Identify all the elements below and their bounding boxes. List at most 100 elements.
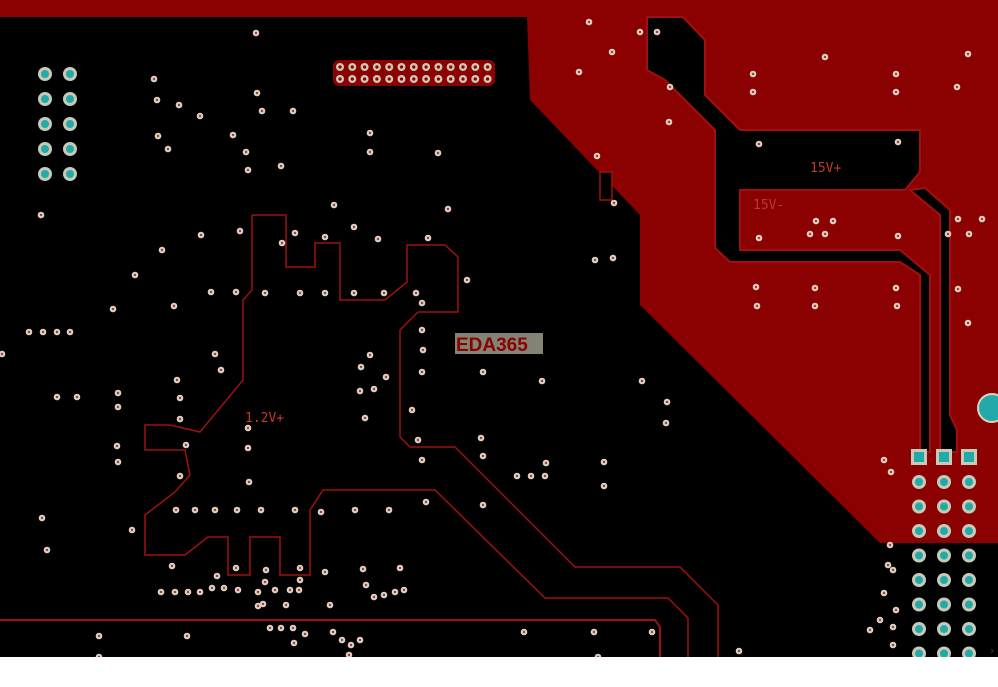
pad-hole (940, 551, 948, 560)
via-hole (426, 236, 430, 240)
via-hole (387, 508, 391, 512)
pad-hole (940, 502, 948, 511)
via-hole (891, 625, 895, 629)
via-hole (347, 653, 351, 657)
via-hole (173, 590, 177, 594)
via-hole (421, 348, 425, 352)
via-hole (650, 630, 654, 634)
via-hole (291, 626, 295, 630)
via-hole (436, 151, 440, 155)
via-hole (172, 304, 176, 308)
via-hole (297, 588, 301, 592)
via-hole (235, 508, 239, 512)
pad-hole (915, 502, 923, 511)
via-hole (593, 258, 597, 262)
via-hole (97, 655, 101, 657)
pad-hole (915, 527, 923, 535)
via-hole (68, 330, 72, 334)
via-hole (159, 590, 163, 594)
via-hole (170, 564, 174, 568)
header-pin-hole (338, 65, 342, 69)
via-hole (234, 290, 238, 294)
via-hole (420, 328, 424, 332)
via-hole (891, 568, 895, 572)
via-hole (376, 237, 380, 241)
pad-hole (41, 95, 49, 103)
via-hole (349, 643, 353, 647)
via-hole (234, 566, 238, 570)
pad-hole (965, 600, 973, 609)
via-hole (340, 638, 344, 642)
via-hole (219, 368, 223, 372)
via-hole (231, 133, 235, 137)
via-hole (980, 217, 984, 221)
via-hole (178, 396, 182, 400)
square-pad-hole (914, 452, 924, 462)
via-hole (612, 201, 616, 205)
header-pin-hole (461, 65, 465, 69)
header-pin-hole (363, 65, 367, 69)
via-hole (664, 421, 668, 425)
via-hole (256, 590, 260, 594)
via-hole (966, 52, 970, 56)
via-hole (481, 454, 485, 458)
pad-hole (915, 600, 923, 609)
scroll-arrow-icon[interactable]: › (990, 644, 995, 657)
via-hole (894, 608, 898, 612)
via-hole (363, 416, 367, 420)
via-hole (116, 391, 120, 395)
status-strip (0, 657, 998, 687)
pad-hole (940, 576, 948, 584)
via-hole (328, 603, 332, 607)
via-hole (358, 638, 362, 642)
via-hole (410, 408, 414, 412)
via-hole (111, 307, 115, 311)
via-hole (246, 168, 250, 172)
pad-hole (915, 478, 923, 486)
via-hole (288, 588, 292, 592)
via (95, 653, 103, 657)
header-pin-hole (363, 77, 367, 81)
via-hole (544, 461, 548, 465)
via-hole (831, 219, 835, 223)
via-hole (602, 460, 606, 464)
via-hole (868, 628, 872, 632)
header-pin-hole (412, 77, 416, 81)
header-pin-hole (449, 77, 453, 81)
via-hole (185, 634, 189, 638)
via-hole (293, 231, 297, 235)
via-hole (155, 98, 159, 102)
via-hole (75, 395, 79, 399)
pcb-board-canvas[interactable]: EDA365 15V+ 15V- 1.2V+ (0, 0, 998, 657)
via-hole (236, 588, 240, 592)
via-hole (358, 389, 362, 393)
via-hole (894, 72, 898, 76)
via-hole (184, 443, 188, 447)
header-pin-hole (449, 65, 453, 69)
watermark-background (455, 333, 543, 354)
via-hole (364, 583, 368, 587)
via-hole (414, 291, 418, 295)
via-hole (359, 365, 363, 369)
header-pin-hole (412, 65, 416, 69)
via-hole (39, 213, 43, 217)
via-hole (238, 229, 242, 233)
header-pin-hole (338, 77, 342, 81)
via-hole (823, 55, 827, 59)
via-hole (254, 31, 258, 35)
right-pad-array (911, 449, 977, 657)
via-hole (352, 225, 356, 229)
header-pin-hole (461, 77, 465, 81)
via-hole (956, 217, 960, 221)
via-hole (166, 147, 170, 151)
via-hole (263, 291, 267, 295)
via-hole (596, 655, 600, 657)
via-hole (261, 602, 265, 606)
via-hole (813, 286, 817, 290)
header-pin-hole (473, 65, 477, 69)
via-hole (882, 458, 886, 462)
net-1v2-outline (252, 214, 719, 657)
via-hole (160, 248, 164, 252)
pad-hole (915, 625, 923, 633)
via-hole (751, 72, 755, 76)
